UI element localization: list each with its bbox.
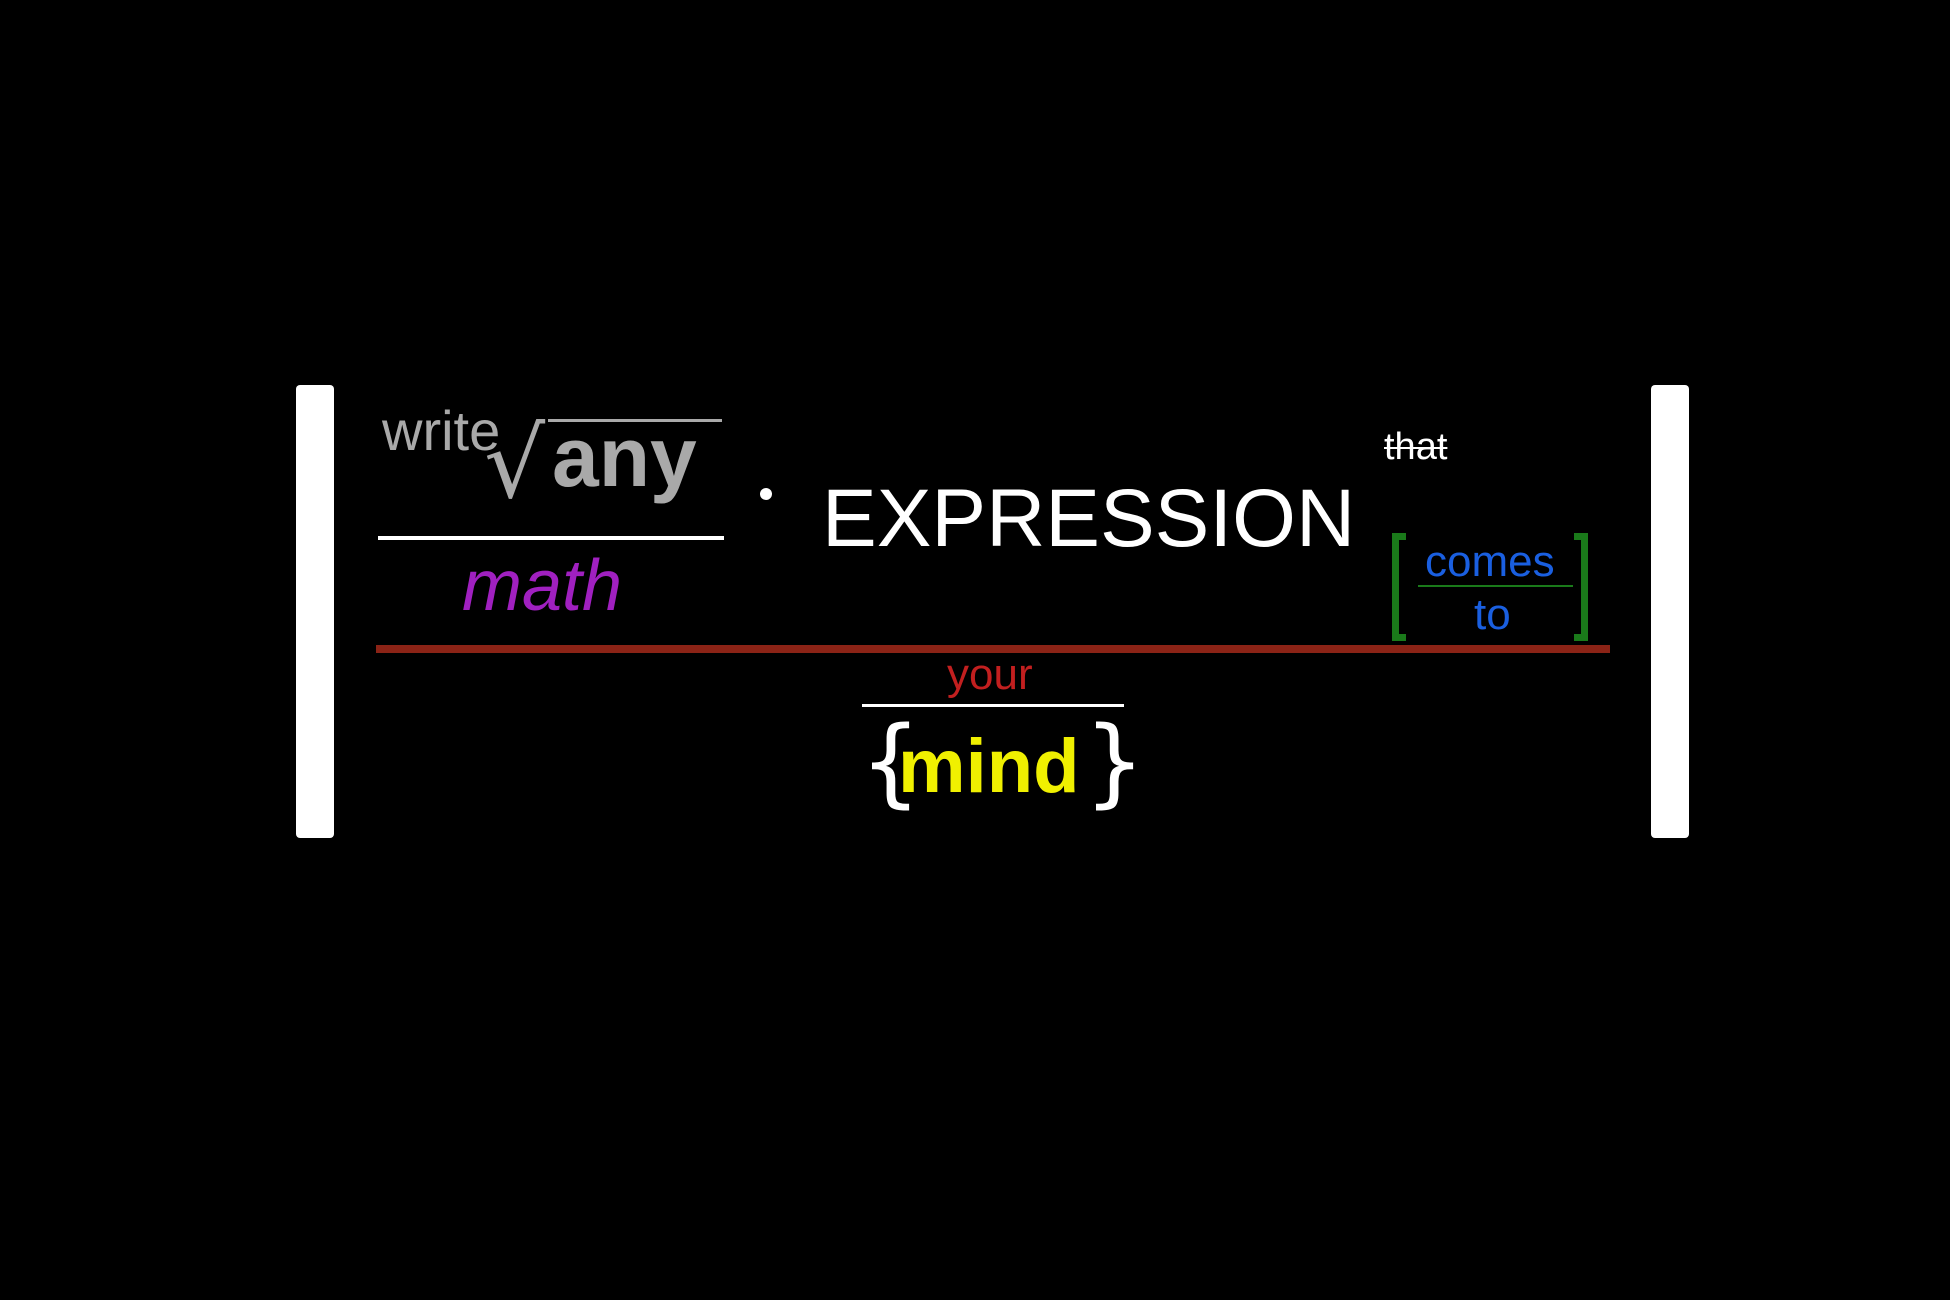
word-math: math [462, 546, 623, 626]
word-any: any [552, 410, 697, 504]
right-brace-icon: } [1084, 706, 1146, 818]
word-that: that [1384, 426, 1448, 468]
fraction-line-your [862, 704, 1124, 707]
word-write: write [382, 399, 501, 462]
fraction-line-math [378, 536, 724, 540]
left-bracket-icon [1392, 533, 1406, 641]
fraction-line-comes [1418, 585, 1573, 587]
word-your: your [947, 650, 1033, 699]
square-root-icon: √ [484, 408, 546, 520]
word-mind: mind [898, 724, 1080, 809]
word-expression: EXPRESSION [822, 473, 1356, 564]
radical-overline [548, 419, 722, 422]
multiplication-dot [760, 488, 772, 500]
absolute-value-bar-left [296, 385, 334, 838]
right-bracket-icon [1574, 533, 1588, 641]
word-comes: comes [1425, 537, 1555, 586]
left-brace-icon: { [860, 706, 922, 818]
absolute-value-bar-right [1651, 385, 1689, 838]
word-to: to [1474, 590, 1511, 639]
main-fraction-line [376, 645, 1610, 653]
